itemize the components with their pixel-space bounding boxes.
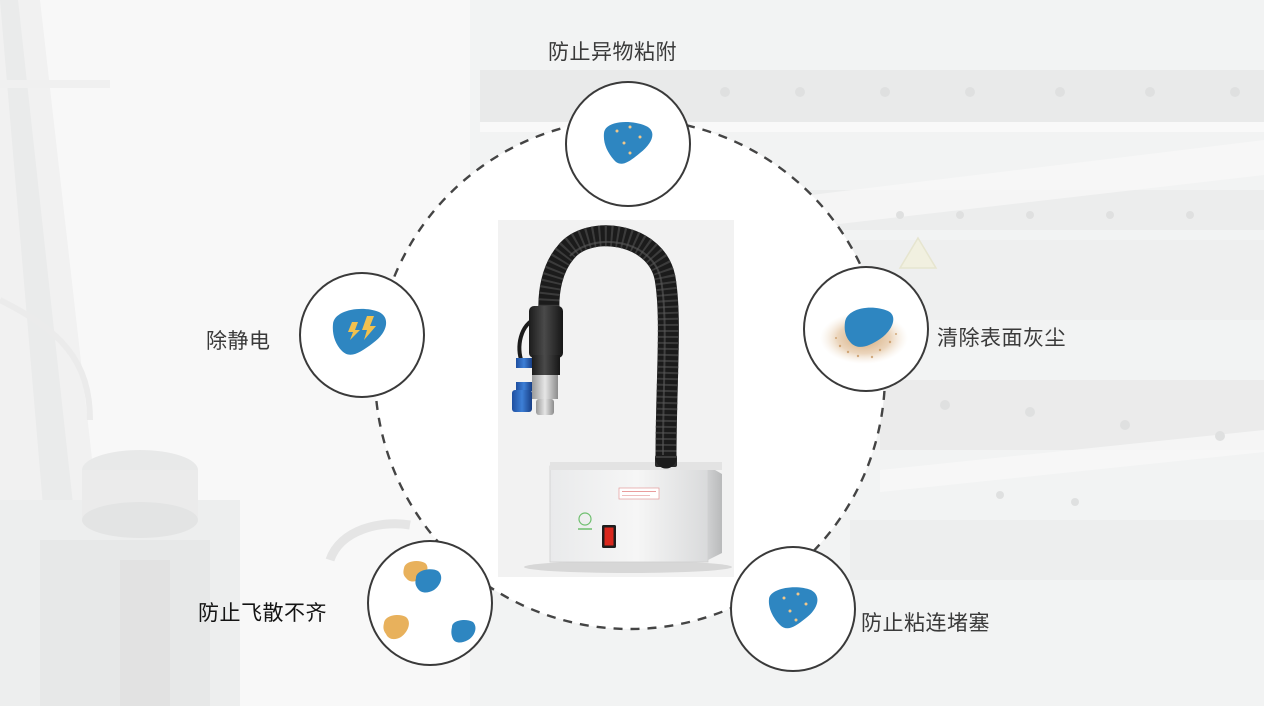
feature-circle-left: [299, 272, 425, 398]
feature-label-right: 清除表面灰尘: [937, 326, 1066, 350]
feature-circle-bottom-right: [730, 546, 856, 672]
blob-with-lightning-icon: [332, 308, 387, 355]
ion-air-blower-device-icon: [512, 225, 732, 573]
feature-circle-bottom-left: [367, 540, 493, 666]
feature-circle-right: [803, 266, 929, 392]
blob-with-dots-icon: [768, 587, 818, 629]
feature-label-bottom-right: 防止粘连堵塞: [861, 611, 990, 635]
feature-label-bottom-left: 防止飞散不齐: [198, 601, 327, 625]
product-photo: [498, 220, 734, 577]
feature-circle-top: [565, 81, 691, 207]
feature-label-top: 防止异物粘附: [548, 40, 677, 64]
blob-with-dots-icon: [603, 121, 653, 164]
scattered-blobs-icon: [383, 560, 476, 643]
blob-with-dust-icon: [820, 307, 908, 364]
feature-label-left: 除静电: [206, 329, 271, 353]
